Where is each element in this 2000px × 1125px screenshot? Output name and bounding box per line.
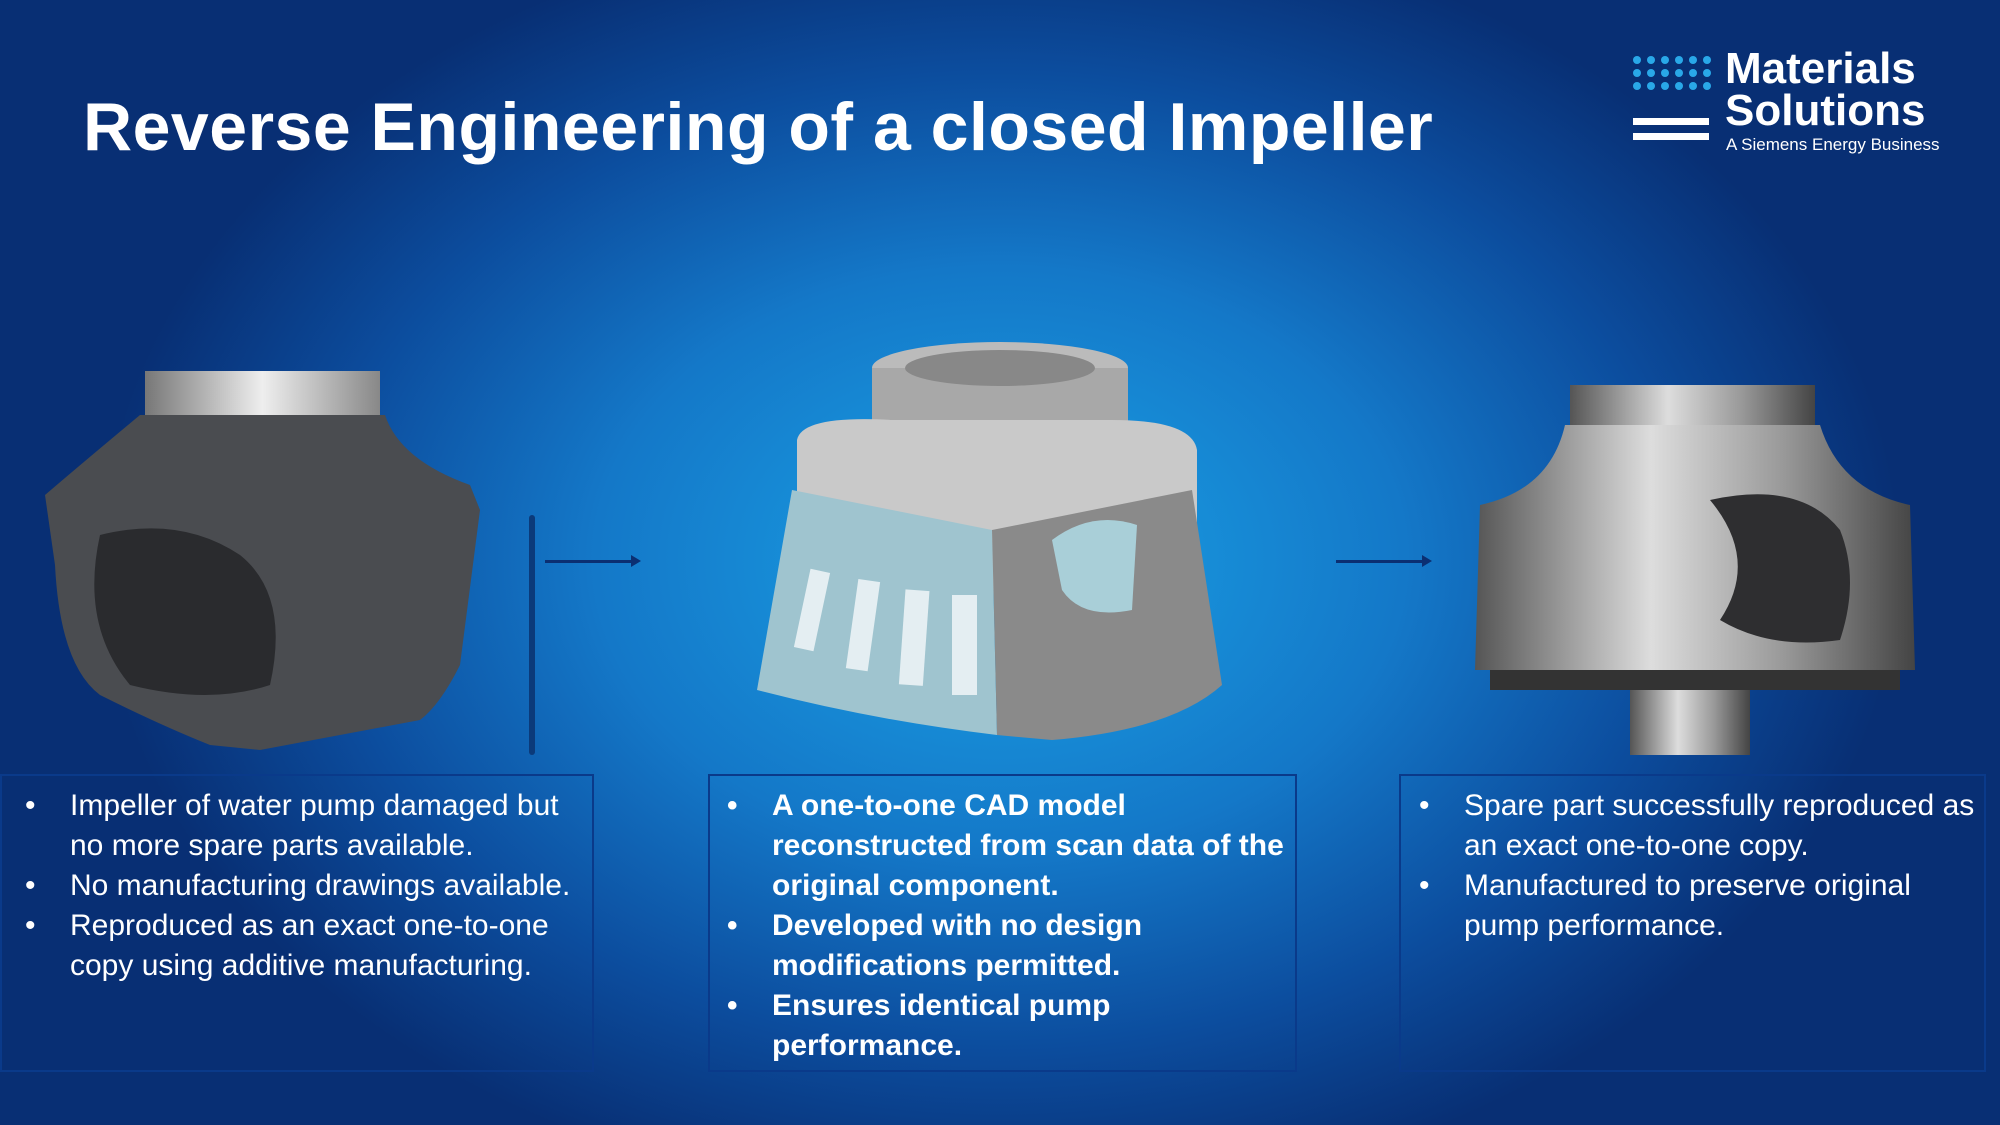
logo-bars-icon: [1633, 118, 1709, 148]
bullet-item: Ensures identical pump performance.: [727, 986, 1295, 1066]
arrow-icon: [1336, 555, 1432, 567]
bullet-item: No manufacturing drawings available.: [25, 866, 592, 906]
panel-cad-model: A one-to-one CAD model reconstructed fro…: [708, 774, 1297, 1072]
logo-tagline: A Siemens Energy Business: [1726, 135, 1940, 154]
bullet-item: Reproduced as an exact one-to-one copy u…: [25, 906, 592, 986]
panel-spare-part: Spare part successfully reproduced as an…: [1399, 774, 1986, 1072]
bullet-item: Impeller of water pump damaged but no mo…: [25, 786, 592, 866]
bullet-item: Manufactured to preserve original pump p…: [1419, 866, 1984, 946]
logo-dots-icon: [1633, 56, 1711, 90]
cad-model-image: [757, 342, 1222, 740]
bullet-item: Spare part successfully reproduced as an…: [1419, 786, 1984, 866]
panel-damaged-part: Impeller of water pump damaged but no mo…: [0, 774, 594, 1072]
bullet-item: Developed with no design modifications p…: [727, 906, 1295, 986]
damaged-impeller-image: [45, 371, 480, 750]
divider-line: [529, 515, 535, 755]
arrow-icon: [545, 555, 641, 567]
finished-impeller-image: [1475, 385, 1915, 755]
slide-title: Reverse Engineering of a closed Impeller: [83, 89, 1434, 165]
bullet-item: A one-to-one CAD model reconstructed fro…: [727, 786, 1295, 906]
